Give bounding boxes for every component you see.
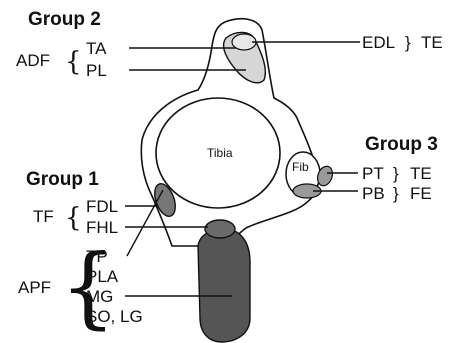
muscle-fhl: [205, 220, 235, 238]
group3-muscle-pt: PT: [362, 164, 384, 183]
tibia-label: Tibia: [207, 146, 233, 160]
leader-tp: [127, 190, 163, 256]
group1-muscle-so-lg: SO, LG: [86, 307, 143, 326]
group2-edl-brace: }: [405, 33, 411, 52]
group2-muscle-pl: PL: [86, 61, 107, 80]
group2-compartment: ADF: [16, 51, 50, 70]
group2-brace: {: [65, 47, 82, 77]
group3-muscle-pb: PB: [362, 184, 385, 203]
group2-muscle-ta: TA: [86, 39, 107, 58]
muscle-apf: [198, 229, 250, 342]
group1-muscle-mg: MG: [86, 287, 113, 306]
group2-title: Group 2: [28, 9, 101, 30]
group1-muscle-fdl: FDL: [86, 197, 118, 216]
group2-edl-compartment: TE: [421, 33, 443, 52]
group2-edl-label: EDL: [362, 33, 395, 52]
group1-tf-compartment: TF: [33, 207, 54, 226]
group3-pb-brace: }: [393, 184, 399, 203]
fibula-label: Fib: [292, 160, 309, 174]
group1-title: Group 1: [26, 169, 99, 190]
group3-pt-brace: }: [393, 164, 399, 183]
group1-tf-brace: {: [65, 203, 82, 233]
group3-title: Group 3: [365, 134, 438, 155]
group1-apf-compartment: APF: [18, 278, 51, 297]
group1-muscle-tp: TP: [86, 247, 108, 266]
group3-compartment-te: TE: [410, 164, 432, 183]
group1-muscle-pla: PLA: [86, 267, 119, 286]
group3-compartment-fe: FE: [410, 184, 432, 203]
